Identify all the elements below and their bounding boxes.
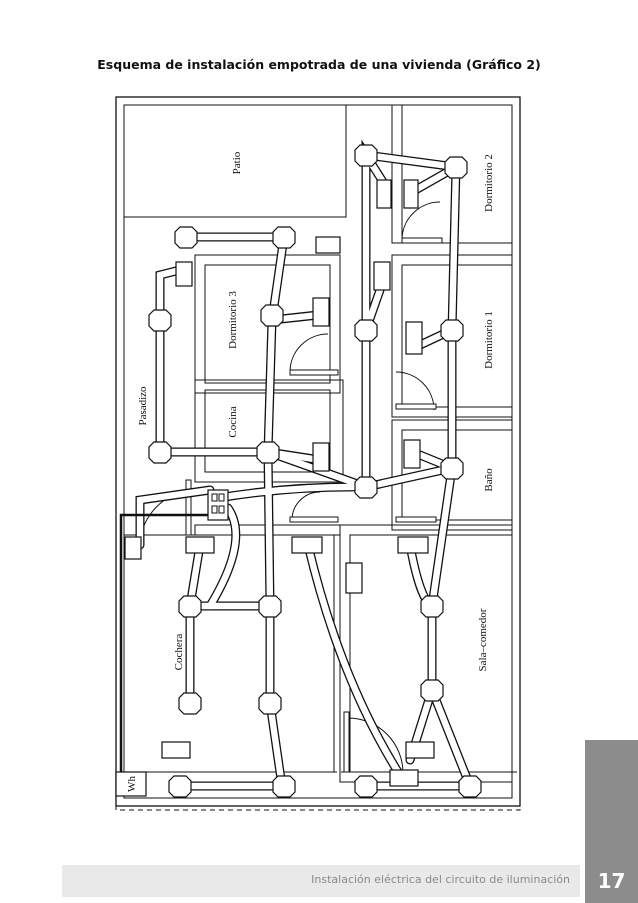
switch-box <box>315 236 341 254</box>
light-point <box>178 692 202 715</box>
switch-boxes <box>124 179 435 787</box>
light-point <box>272 226 296 249</box>
switch-box <box>403 439 421 469</box>
footer-bar: Instalación eléctrica del circuito de il… <box>62 865 580 897</box>
switch-box <box>345 562 363 594</box>
switch-box <box>405 741 435 759</box>
door-arc <box>289 333 329 373</box>
light-point <box>440 319 464 342</box>
switch-box <box>175 261 193 287</box>
switch-box <box>405 321 423 355</box>
switch-box <box>161 741 191 759</box>
room-label-dormitorio1: Dormitorio 1 <box>483 311 495 369</box>
light-point <box>440 457 464 480</box>
light-point <box>258 692 282 715</box>
light-point <box>168 775 192 798</box>
patio-room <box>123 104 347 218</box>
door-leaf <box>289 516 339 523</box>
door-leaf <box>343 711 350 773</box>
light-point <box>354 476 378 499</box>
room-label-patio: Patio <box>231 151 243 174</box>
switch-box <box>389 769 419 787</box>
switch-box <box>185 536 215 554</box>
meter-box <box>115 771 147 797</box>
feeder-line <box>119 513 208 775</box>
switch-box <box>373 261 391 291</box>
light-points <box>148 144 482 798</box>
light-point <box>354 775 378 798</box>
light-point <box>420 595 444 618</box>
door-leaf <box>395 516 437 523</box>
light-point <box>148 441 172 464</box>
switch-box <box>376 179 392 209</box>
switch-box <box>312 442 330 472</box>
light-point <box>260 304 284 327</box>
room-label-bano: Baño <box>483 468 495 492</box>
distribution-board <box>207 489 229 521</box>
light-point <box>272 775 296 798</box>
wall <box>391 104 403 244</box>
room-label-pasadizo: Pasadizo <box>137 386 149 426</box>
page-number-tab: 17 <box>585 740 638 903</box>
page-number: 17 <box>597 869 626 893</box>
door-leaf <box>185 479 192 536</box>
light-point <box>258 595 282 618</box>
light-point <box>354 319 378 342</box>
room-label-dormitorio2: Dormitorio 2 <box>483 154 495 212</box>
light-point <box>444 156 468 179</box>
door-arc <box>395 371 435 411</box>
room-label-sala: Sala–comedor <box>477 608 489 671</box>
door-arc <box>401 201 441 241</box>
door-leaf <box>401 237 443 244</box>
door-arc <box>291 491 321 521</box>
room-label-cocina: Cocina <box>227 406 239 437</box>
switch-box <box>397 536 429 554</box>
light-point <box>178 595 202 618</box>
footer-caption: Instalación eléctrica del circuito de il… <box>311 873 570 886</box>
door-leaf <box>289 369 339 376</box>
light-point <box>256 441 280 464</box>
room-label-dormitorio3: Dormitorio 3 <box>227 291 239 349</box>
switch-box <box>403 179 419 209</box>
light-point <box>420 679 444 702</box>
door-arc <box>347 717 404 774</box>
light-point <box>174 226 198 249</box>
meter-label: Wh <box>126 776 138 792</box>
switch-box <box>291 536 323 554</box>
switch-box <box>312 297 330 327</box>
door-leaf <box>395 403 437 410</box>
figure-title: Esquema de instalación empotrada de una … <box>97 57 541 72</box>
light-point <box>354 144 378 167</box>
light-point <box>148 309 172 332</box>
light-point <box>458 775 482 798</box>
room-label-cochera: Cochera <box>173 634 185 671</box>
outer-wall <box>115 96 521 807</box>
switch-box <box>124 536 142 560</box>
